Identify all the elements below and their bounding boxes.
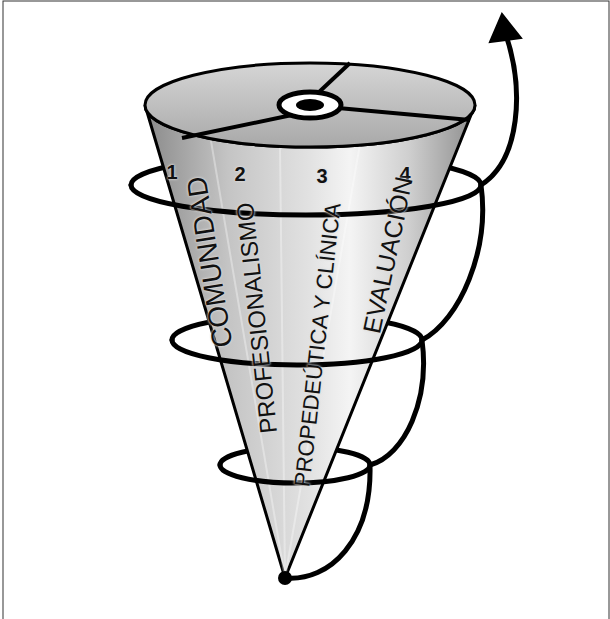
frame [3, 1, 609, 619]
center-hole [296, 99, 324, 111]
top-dividers [182, 63, 470, 138]
cone-stripes [210, 135, 360, 578]
apex-dot [278, 571, 292, 585]
callout-number: 3 [316, 166, 327, 186]
callout-number: 1 [166, 162, 177, 182]
spiral-front [131, 32, 516, 578]
callout-number: 2 [234, 164, 245, 184]
center-ring [279, 92, 341, 118]
cone-top [145, 63, 475, 147]
cone-body [145, 105, 475, 578]
arrow-head [490, 14, 521, 42]
